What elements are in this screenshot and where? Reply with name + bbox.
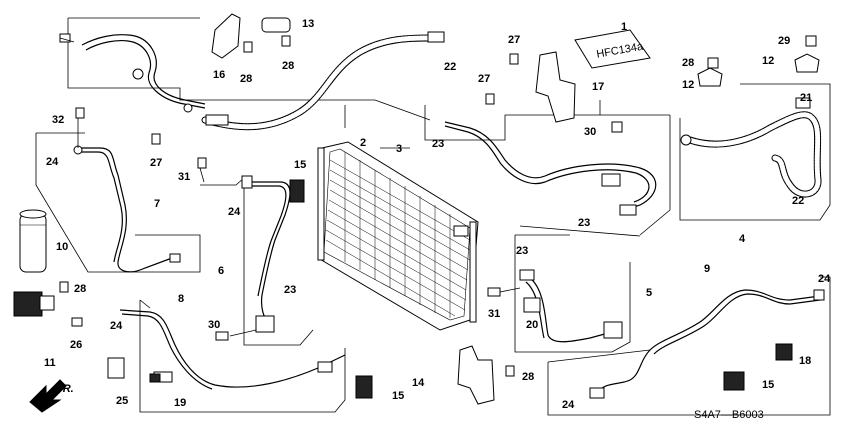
callout-23: 23 <box>432 138 444 150</box>
callout-24: 24 <box>562 399 575 411</box>
callout-11: 11 <box>44 357 56 369</box>
callout-5: 5 <box>646 287 652 299</box>
arrow-fr-icon: FR. <box>29 379 74 413</box>
callout-1: 1 <box>621 21 627 33</box>
callout-9: 9 <box>704 263 710 275</box>
callout-27: 27 <box>478 73 490 85</box>
callout-15: 15 <box>294 159 306 171</box>
discharge-hose <box>81 31 445 131</box>
callout-21: 21 <box>800 92 812 104</box>
callout-10: 10 <box>56 241 68 253</box>
pipe-9 <box>589 289 825 399</box>
pipe-6 <box>241 175 291 333</box>
callout-29: 29 <box>778 35 790 47</box>
callout-2: 2 <box>360 137 366 149</box>
callout-24: 24 <box>46 156 59 168</box>
callout-17: 17 <box>592 81 604 93</box>
callout-30: 30 <box>208 319 220 331</box>
callout-16: 16 <box>213 69 225 81</box>
callout-22: 22 <box>444 61 456 73</box>
callout-23: 23 <box>578 217 590 229</box>
callout-12: 12 <box>762 55 774 67</box>
pipe-8 <box>119 309 346 390</box>
callout-28: 28 <box>522 371 534 383</box>
callout-22: 22 <box>792 195 804 207</box>
callout-32: 32 <box>52 114 64 126</box>
callout-23: 23 <box>284 284 296 296</box>
small-parts: HFC134a <box>13 13 820 405</box>
callout-25: 25 <box>116 395 128 407</box>
callout-31: 31 <box>488 308 500 320</box>
callout-24: 24 <box>228 206 241 218</box>
callout-24: 24 <box>818 273 831 285</box>
diagram-code: S4A7—B6003 <box>694 409 764 421</box>
callout-28: 28 <box>240 73 252 85</box>
direction-label: FR. <box>56 383 74 395</box>
callout-18: 18 <box>799 355 811 367</box>
callout-23: 23 <box>516 245 528 257</box>
callout-14: 14 <box>412 377 425 389</box>
callout-4: 4 <box>739 233 746 245</box>
callout-28: 28 <box>282 60 294 72</box>
callout-30: 30 <box>584 126 596 138</box>
receiver-dryer-icon <box>19 209 47 273</box>
condenser-icon <box>317 141 479 331</box>
callout-28: 28 <box>682 57 694 69</box>
callout-26: 26 <box>70 339 82 351</box>
callout-27: 27 <box>508 34 520 46</box>
callout-19: 19 <box>174 397 186 409</box>
callout-7: 7 <box>154 198 160 210</box>
callout-15: 15 <box>392 390 404 402</box>
callout-6: 6 <box>218 265 224 277</box>
callout-3: 3 <box>396 143 402 155</box>
callout-20: 20 <box>526 319 538 331</box>
hose-4 <box>680 97 822 198</box>
frame-lines <box>35 17 831 416</box>
callout-12: 12 <box>682 79 694 91</box>
callout-27: 27 <box>150 157 162 169</box>
callout-15: 15 <box>762 379 774 391</box>
callout-28: 28 <box>74 283 86 295</box>
callout-13: 13 <box>302 18 314 30</box>
callout-24: 24 <box>110 320 123 332</box>
pipe-7 <box>73 145 181 273</box>
callout-8: 8 <box>178 293 184 305</box>
pipe-3 <box>444 121 657 216</box>
callout-31: 31 <box>178 171 190 183</box>
